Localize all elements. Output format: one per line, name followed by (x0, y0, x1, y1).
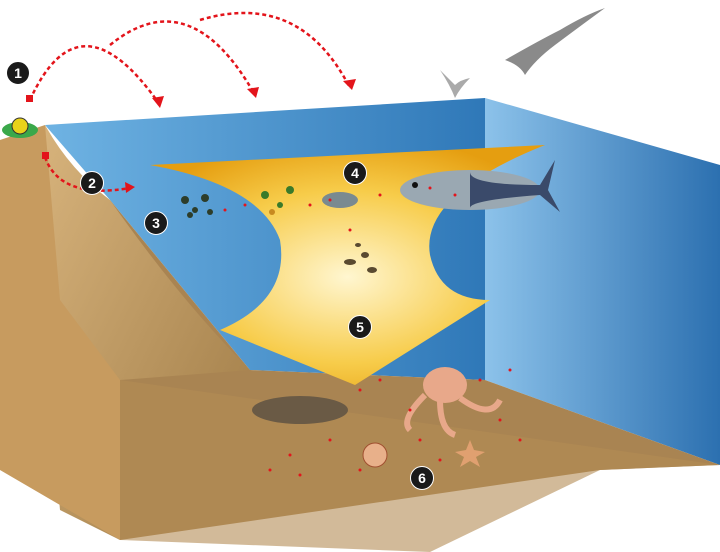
detritus (344, 243, 377, 273)
step-marker-6: 6 (410, 466, 434, 490)
starfish (455, 440, 485, 467)
octopus (404, 367, 503, 438)
step-marker-4: 4 (343, 161, 367, 185)
step-marker-5: 5 (348, 315, 372, 339)
contaminant-dots (223, 186, 522, 477)
sediment-left-face (0, 125, 120, 540)
transport-arrows (28, 11, 352, 192)
small-gull (440, 70, 470, 98)
step-marker-3: 3 (144, 211, 168, 235)
small-fish (322, 192, 358, 208)
step-marker-2: 2 (80, 171, 104, 195)
tuna (400, 160, 560, 212)
source-marker (26, 95, 33, 102)
flatfish (252, 396, 348, 424)
arrow-heads (125, 79, 356, 193)
zooplankton (261, 186, 294, 215)
phytoplankton (181, 194, 213, 218)
step-marker-1: 1 (6, 61, 30, 85)
large-gull (505, 8, 605, 75)
radiation-icon (11, 117, 29, 135)
source-marker (42, 152, 49, 159)
scallop (362, 442, 388, 468)
